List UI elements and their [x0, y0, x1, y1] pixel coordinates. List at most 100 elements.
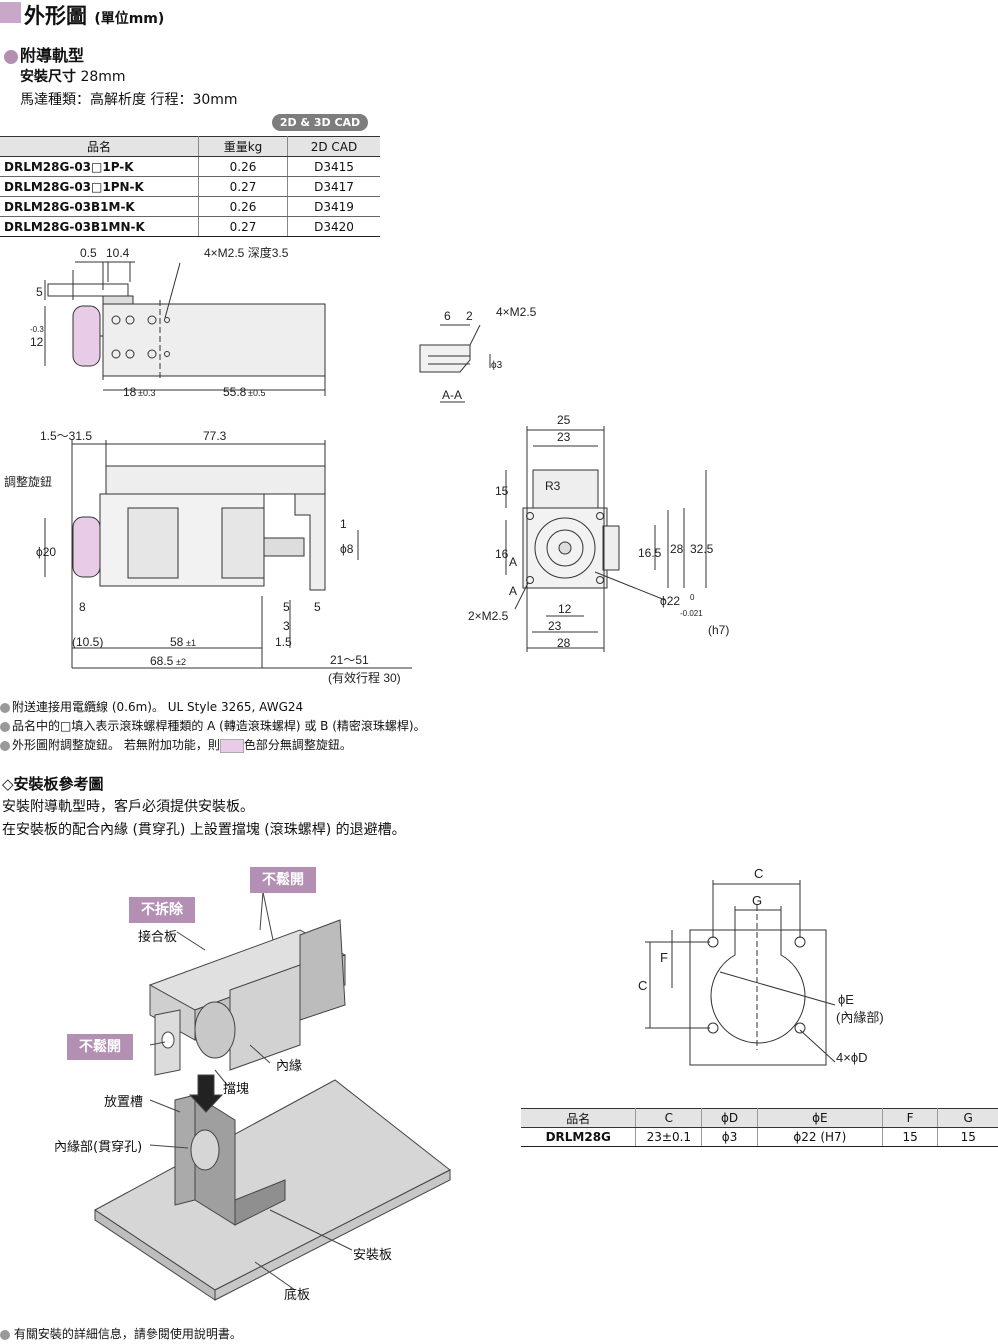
dim-8: 8: [79, 600, 86, 614]
note-3: 外形圖附調整旋鈕。 若無附加功能，則色部分無調整旋鈕。: [0, 736, 426, 755]
front-dim-28-v: 28: [670, 542, 684, 556]
bullet-icon: [0, 1329, 10, 1340]
mount-plate-drawing: C G C F ϕE (內緣部) 4×ϕD: [638, 866, 884, 1066]
front-phi22: ϕ22: [660, 594, 680, 608]
tol-pm-0-5: ±0.5: [248, 388, 265, 398]
front-tol-top: 0: [690, 593, 695, 602]
dim-5-c: 5: [314, 600, 321, 614]
tag-no-loosen-top: 不鬆開: [250, 867, 316, 893]
aa-dim-2: 2: [466, 309, 473, 323]
bullet-icon: [0, 740, 10, 751]
dim-18: 18: [123, 385, 137, 399]
dim-phi8: ϕ8: [340, 542, 354, 556]
install-size: 安裝尺寸 28mm: [20, 69, 126, 85]
tol-pm-0-3: ±0.3: [138, 388, 155, 398]
mount-col-c: C: [635, 1108, 703, 1128]
tag-no-remove: 不拆除: [129, 897, 195, 923]
aa-section-label: A-A: [442, 388, 462, 402]
mount-illustration: [94, 891, 451, 1301]
bullet-icon: [0, 721, 10, 732]
dimension-drawing: 0.5 10.4 4×M2.5 深度3.5 5 12 -0.3 18 ±0.3 …: [4, 245, 729, 685]
front-dim-16: 16: [495, 547, 509, 561]
mount-para-2: 在安裝板的配合內緣 (貫穿孔) 上設置擋塊 (滾珠螺桿) 的退避槽。: [2, 822, 406, 838]
front-dim-23-b: 23: [548, 619, 562, 633]
tag-no-loosen-side: 不鬆開: [67, 1034, 133, 1060]
dim-55-8: 55.8: [223, 385, 247, 399]
note-2: 品名中的□填入表示滾珠螺桿種類的 A (轉造滾珠螺桿) 或 B (精密滾珠螺桿)…: [0, 717, 426, 736]
mount-table: 品名 C ϕD ϕE F G DRLM28G 23±0.1 ϕ3 ϕ22 (H7…: [521, 1108, 998, 1147]
col-cad: 2D CAD: [287, 136, 380, 157]
front-r3: R3: [545, 479, 561, 493]
dim-77-3: 77.3: [203, 429, 227, 443]
dim-4m25-depth: 4×M2.5 深度3.5: [204, 245, 289, 260]
tol-pm-2: ±2: [176, 657, 186, 667]
label-inner-hole: 內緣部(貫穿孔): [54, 1140, 143, 1155]
front-dim-15: 15: [495, 484, 509, 498]
dim-phi20: ϕ20: [36, 545, 56, 559]
title-marker: [0, 2, 21, 23]
aa-4m25: 4×M2.5: [496, 305, 537, 319]
front-dim-16-5: 16.5: [638, 546, 662, 560]
dim-5: 5: [36, 285, 43, 299]
knob-label: 調整旋鈕: [4, 474, 52, 489]
dim-5-b: 5: [283, 600, 290, 614]
col-weight: 重量kg: [198, 136, 288, 157]
dim-12: 12: [30, 335, 44, 349]
dim-68-5: 68.5: [150, 654, 174, 668]
mount-col-e: ϕE: [757, 1108, 883, 1128]
stroke-note: (有效行程 30): [328, 670, 401, 685]
plate-dim-e: ϕE: [838, 992, 854, 1007]
section-a-1: A: [509, 555, 517, 569]
dim-58: 58: [170, 635, 184, 649]
plate-dim-c-side: C: [638, 978, 647, 993]
plate-dim-f: F: [660, 950, 668, 965]
note-1: 附送連接用電纜線 (0.6m)。 UL Style 3265, AWG24: [0, 698, 426, 717]
bullet-icon: [4, 49, 18, 64]
section-a-2: A: [509, 584, 517, 598]
dim-1-5: 1.5: [275, 635, 292, 649]
table-row: DRLM28G 23±0.1 ϕ3 ϕ22 (H7) 15 15: [521, 1127, 998, 1147]
label-inner-edge: 內緣: [276, 1059, 303, 1074]
unit-label: (單位mm): [94, 11, 165, 27]
cad-badge[interactable]: 2D & 3D CAD: [272, 114, 368, 131]
front-2m25: 2×M2.5: [468, 609, 509, 623]
plate-dim-g: G: [752, 893, 762, 908]
dim-1: 1: [340, 517, 347, 531]
label-base-plate: 底板: [284, 1288, 311, 1303]
mount-heading: ◇安裝板參考圖: [2, 775, 104, 793]
aa-phi3: ϕ3: [491, 360, 503, 371]
dim-3: 3: [283, 619, 290, 633]
mount-col-g: G: [937, 1108, 998, 1128]
page-title: 外形圖 (單位mm): [24, 4, 165, 28]
tol-minus-0-3: -0.3: [30, 325, 44, 334]
front-tol-bot: -0.021: [680, 609, 703, 618]
motor-line: 馬達種類：高解析度 行程：30mm: [20, 92, 238, 108]
label-mount-plate: 安裝板: [353, 1248, 393, 1263]
label-stopper: 擋塊: [223, 1082, 250, 1097]
mount-para-1: 安裝附導軌型時，客戶必須提供安裝板。: [2, 799, 254, 815]
label-slot: 放置槽: [104, 1095, 144, 1110]
front-dim-32-5: 32.5: [690, 542, 714, 556]
plate-dim-c-top: C: [754, 866, 763, 881]
dim-10-5: (10.5): [72, 635, 103, 649]
mount-col-d: ϕD: [701, 1108, 758, 1128]
dim-1-5-31-5: 1.5～31.5: [40, 429, 92, 443]
label-joint-plate: 接合板: [138, 930, 178, 945]
notes: 附送連接用電纜線 (0.6m)。 UL Style 3265, AWG24 品名…: [0, 698, 426, 755]
front-dim-12: 12: [558, 602, 572, 616]
footer-note: 有關安裝的詳細信息，請參閱使用說明書。: [0, 1325, 242, 1342]
dim-10-4: 10.4: [106, 246, 130, 260]
bullet-icon: [0, 702, 10, 713]
dim-21-51: 21～51: [330, 653, 369, 667]
model-type: 附導軌型: [4, 42, 84, 66]
front-dim-25: 25: [557, 413, 571, 427]
mount-col-f: F: [882, 1108, 939, 1128]
col-name: 品名: [0, 136, 199, 157]
front-dim-28: 28: [557, 636, 571, 650]
front-h7: (h7): [708, 623, 729, 637]
